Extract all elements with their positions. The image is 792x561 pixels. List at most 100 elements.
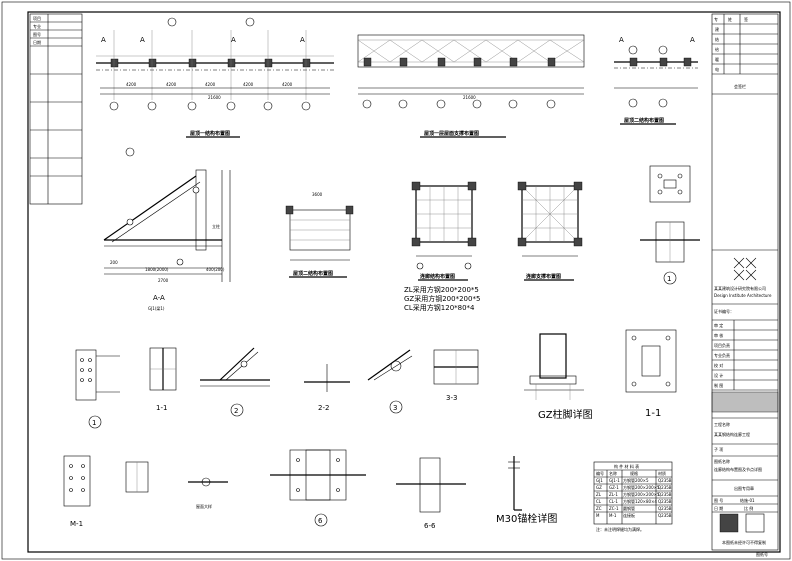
tb-h0: 专 — [714, 16, 718, 22]
material-table: 构 件 材 料 表 编号 名称 规格 材质 GJ1 GJ1-1 方钢管200×5… — [593, 461, 673, 532]
plan1-bay-4: 4200 — [243, 82, 254, 87]
cell: CL — [596, 499, 602, 504]
gz-detail-title: GZ柱脚详图 — [538, 408, 593, 421]
project-label: 工程名称 — [714, 421, 730, 427]
axis-a-5: A — [619, 36, 624, 44]
m30-title: M30锚栓详图 — [496, 512, 557, 525]
aa-dim-2700: 2700 — [158, 278, 169, 283]
section-6-6: 6-6 — [396, 457, 466, 530]
sec-1-1a: 1-1 — [156, 404, 167, 412]
role-6: 制 图 — [714, 382, 723, 388]
date-label: 日 期 — [714, 505, 723, 511]
roof-layer1-title: 屋顶一层屋面支撑布置图 — [424, 130, 479, 137]
roof-layer1-plan: 21600 屋顶一层屋面支撑布置图 — [357, 34, 585, 138]
spec-gz: GZ采用方钢200*200*5 — [404, 294, 480, 303]
company-logo — [733, 257, 757, 281]
tb-h4: 签 — [744, 16, 748, 22]
gz-base-detail: GZ柱脚详图 — [524, 333, 593, 421]
seal-label: 出图专用章 — [734, 485, 754, 491]
aa-dim-200: 200 — [110, 260, 118, 265]
plan1-bay-1: 4200 — [126, 82, 137, 87]
cell: Q235B — [658, 478, 672, 483]
role-3: 专业负责 — [714, 352, 730, 358]
cell: GJ1 — [596, 478, 603, 483]
th-3: 材质 — [658, 470, 666, 476]
drawing-no-label: 图 号 — [714, 497, 723, 503]
cell: M — [596, 513, 600, 518]
cert-label: 证书编号： — [714, 308, 734, 314]
section-aa-sub: GJ1(梁1) — [148, 305, 165, 311]
cell: 圆钢管 — [623, 505, 635, 511]
drawing-name-label: 图纸名称 — [714, 458, 730, 464]
circle-2: 2 — [234, 407, 238, 415]
drawing-no: 结施-01 — [740, 497, 755, 503]
corner-label: 图纸号 — [756, 551, 768, 557]
section-aa: 1800(2000) 400(200) 2700 200 立柱 A-A GJ1(… — [103, 147, 231, 311]
roof-plan-3: 3600 屋顶二结构布置图 — [285, 192, 354, 278]
tb-h2: 姓 — [728, 16, 732, 22]
table-note: 注：未注明焊缝均为满焊。 — [596, 526, 644, 532]
th-1: 名称 — [609, 470, 617, 476]
stamp-row-3: 图号 — [33, 31, 41, 37]
table-row: CL CL-1 方钢管120×80×4 Q235B — [596, 498, 672, 504]
detail-1: 1 — [75, 349, 120, 429]
cell: M-1 — [609, 513, 617, 518]
tb-seal-label: 会签栏 — [734, 83, 746, 89]
axis-a-2: A — [140, 36, 145, 44]
plate-side — [125, 461, 149, 493]
detail-2: 2 — [200, 347, 270, 417]
sec-1-1b: 1-1 — [645, 408, 661, 419]
roof-plan-2-title: 屋顶二结构布置图 — [624, 117, 664, 124]
roof-plan-2: A A 屋顶二结构布置图 — [614, 36, 698, 125]
left-stamp-box: 项目 专业 图号 日期 — [29, 13, 83, 205]
drawing-name: 连廊结构布置图及节点详图 — [714, 466, 762, 472]
circle-4: 1 — [667, 275, 671, 283]
support-plan-title: 连廊支撑布置图 — [526, 273, 561, 280]
company-en: Design Institute Architecture — [714, 293, 772, 298]
table-row: ZL ZL-1 方钢管200×200×5 Q235B — [596, 491, 672, 497]
tb-row-1: 结 — [715, 36, 719, 42]
company-cn: 某某建筑设计研究院有限公司 — [714, 285, 766, 291]
role-0: 审 定 — [714, 322, 723, 328]
tb-row-3: 暖 — [715, 56, 719, 62]
cell: GZ-1 — [609, 485, 619, 490]
roof-plan-3-title: 屋顶二结构布置图 — [293, 270, 333, 277]
circle-3: 3 — [393, 404, 397, 412]
plan1-bay-3: 4200 — [205, 82, 216, 87]
plan2-total: 21600 — [463, 95, 476, 100]
support-plan: 连廊支撑布置图 — [517, 181, 583, 281]
m1-plate: M-1 — [63, 455, 91, 528]
roof-plan-1: 4200 4200 4200 4200 4200 21600 A A A A 屋… — [96, 17, 334, 138]
cell: GZ — [596, 485, 602, 490]
node-plan-title: 连廊结构布置图 — [420, 273, 455, 280]
detail-4: 1 — [640, 165, 700, 285]
table-row: M M-1 连接板 Q235B — [596, 512, 672, 518]
role-1: 审 核 — [714, 332, 723, 338]
sec-6-6: 6-6 — [424, 522, 436, 530]
roof-detail-title: 屋面大样 — [196, 503, 212, 509]
cell: Q235B — [658, 485, 672, 490]
axis-a-4: A — [300, 36, 305, 44]
cell: CL-1 — [609, 499, 618, 504]
roof-plan-1-title: 屋顶一结构布置图 — [190, 130, 230, 137]
cell: 方钢管200×200×5 — [623, 484, 660, 490]
spec-cl: CL采用方钢120*80*4 — [404, 303, 475, 312]
inner-frame — [27, 11, 781, 553]
cell: Q235B — [658, 499, 672, 504]
role-4: 校 对 — [714, 362, 723, 368]
plan3-dim: 3600 — [312, 192, 323, 197]
m1-title: M-1 — [70, 520, 83, 528]
detail-6: 6 — [270, 449, 366, 527]
zhu-label: 立柱 — [212, 223, 220, 229]
cell: ZC-1 — [609, 506, 619, 511]
table-title: 构 件 材 料 表 — [614, 463, 639, 469]
cell: ZL-1 — [609, 492, 618, 497]
sec-2-2: 2-2 — [318, 404, 329, 412]
role-2: 项目负责 — [714, 342, 730, 348]
scale-label: 比 例 — [744, 505, 753, 511]
th-2: 规格 — [630, 470, 638, 476]
cell: 方钢管200×200×5 — [623, 491, 660, 497]
stamp-row-4: 日期 — [33, 39, 41, 45]
axis-a-6: A — [690, 36, 695, 44]
